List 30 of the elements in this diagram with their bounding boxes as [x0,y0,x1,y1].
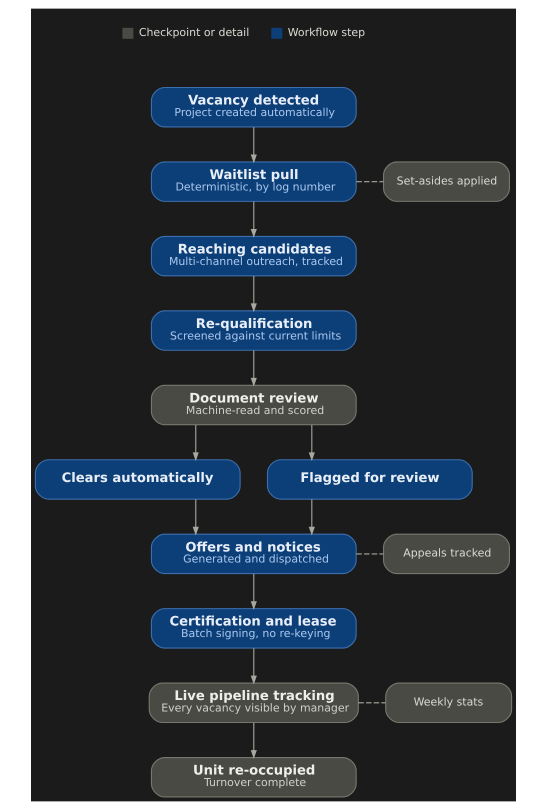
arrow [192,499,198,536]
node-box: Clears automatically [34,459,240,500]
legend-label: Workflow step [287,26,365,40]
node-box: Document review Machine-read and scored [150,384,356,426]
node-box: Re-qualification Screened against current limits [150,310,356,351]
node-box: Set-asides applied [382,161,510,202]
node-box: Live pipeline tracking Every vacancy visible by manager [148,682,358,724]
node-box: Certification and lease Batch signing, no re-keying [150,608,356,649]
arrow [308,424,314,462]
arrow [250,350,256,387]
arrow [250,574,256,610]
node-box: Appeals tracked [382,534,510,574]
arrow [250,202,256,238]
legend-label: Checkpoint or detail [138,26,249,40]
arrow [250,722,256,759]
connector [358,702,385,704]
arrow [250,276,256,312]
connector [356,181,383,182]
arrow [192,424,198,462]
node-box: Offers and notices Generated and dispatched [150,534,356,574]
node-box: Reaching candidates Multi-channel outreach, tracked [150,236,356,276]
node-box: Vacancy detected Project created automatically [150,86,356,128]
node-box: Waitlist pull Deterministic, by log number [150,161,356,202]
node-box: Flagged for review [266,459,472,500]
node-box: Unit re-occupied Turnover complete [150,756,356,798]
node-box: Weekly stats [384,682,512,724]
arrow [250,648,256,684]
arrow [250,127,256,164]
connector [356,553,383,554]
arrow [308,499,314,536]
